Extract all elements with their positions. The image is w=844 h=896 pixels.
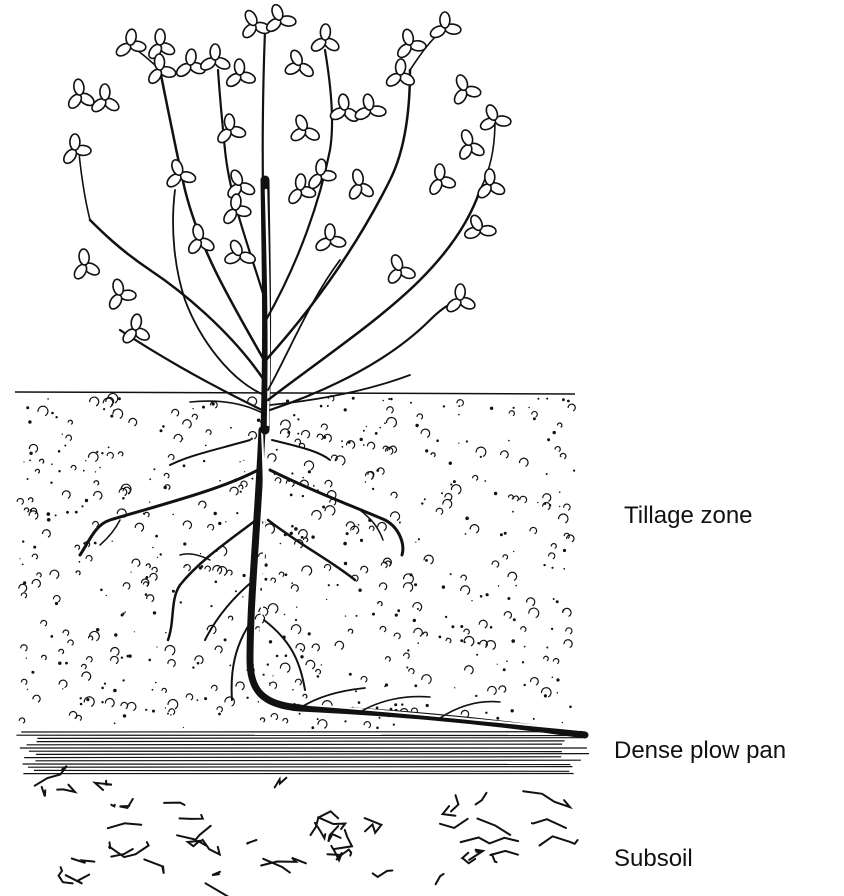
leaf-clusters <box>61 3 511 345</box>
soil-speckles <box>17 393 575 729</box>
tillage-zone-label: Tillage zone <box>624 502 753 530</box>
root-system <box>80 430 585 735</box>
plow-pan-label: Dense plow pan <box>614 737 786 765</box>
tillage-zone-region <box>15 392 575 729</box>
subsoil-cracks <box>35 766 578 896</box>
subsoil-label: Subsoil <box>614 845 693 873</box>
shrub-canopy <box>78 28 495 430</box>
plow-pan-layer <box>16 732 589 774</box>
